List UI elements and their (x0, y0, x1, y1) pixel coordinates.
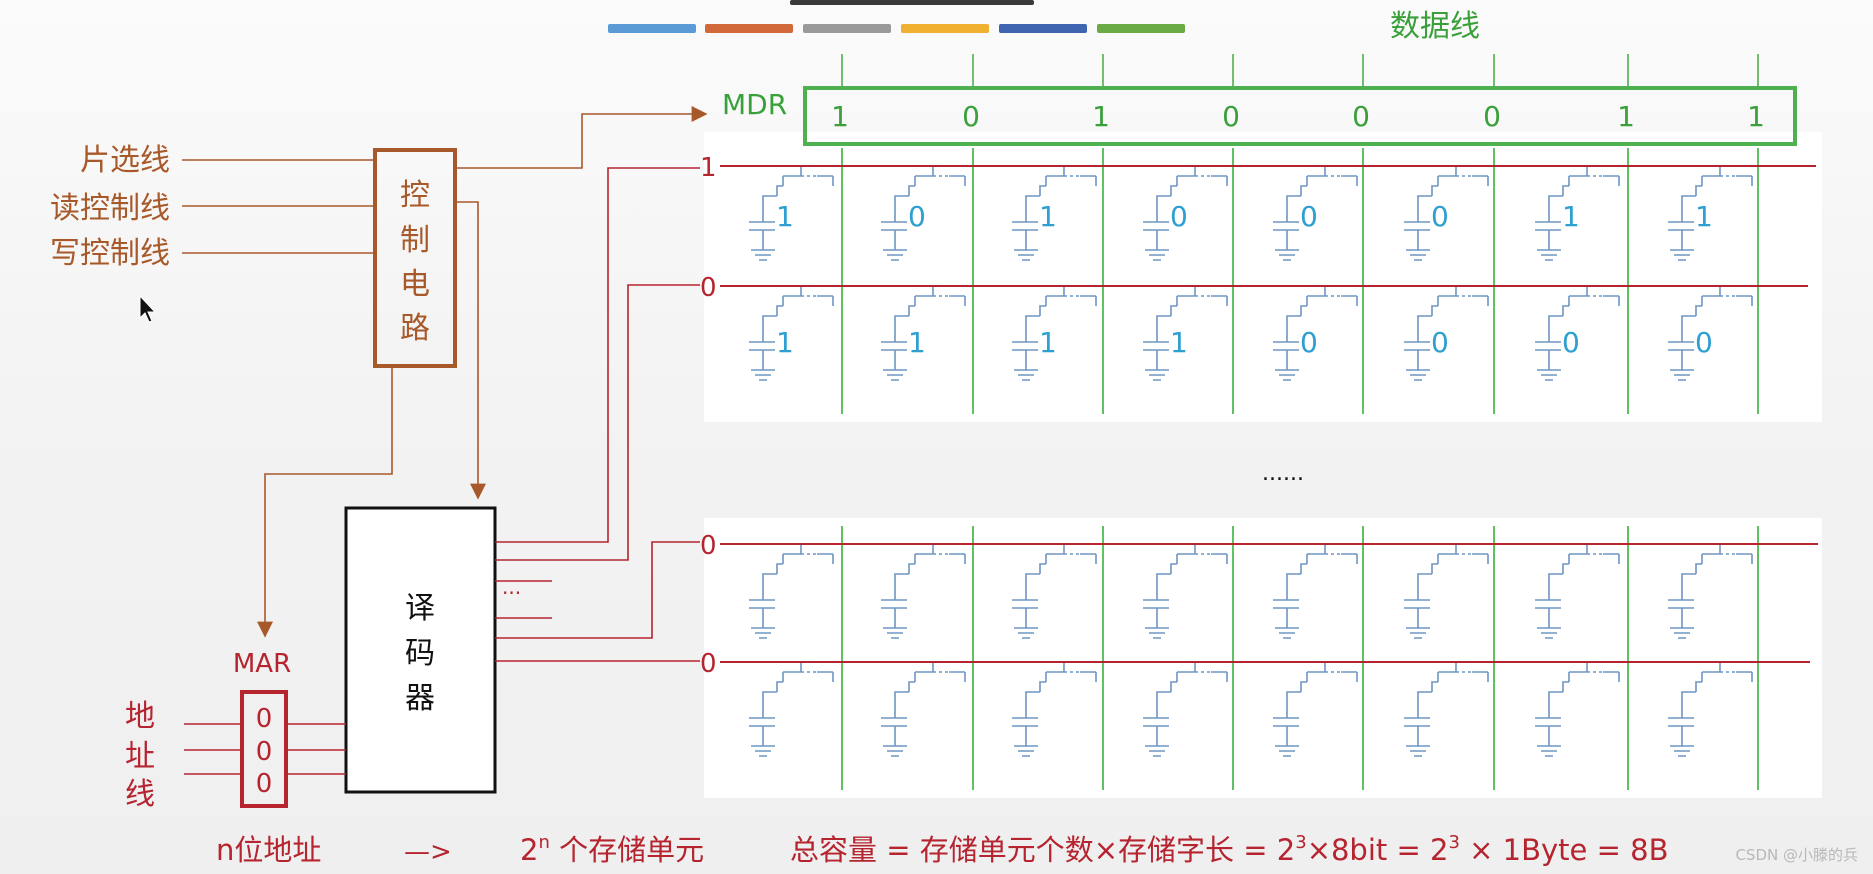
mdr-register (803, 86, 1797, 146)
footer-arrow: —> (404, 837, 452, 867)
cell-value: 1 (776, 326, 794, 359)
cell-value: 0 (1300, 326, 1318, 359)
mdr-bit-1: 1 (831, 100, 849, 133)
cell-value: 1 (1039, 200, 1057, 233)
mdr-bit-3: 1 (1092, 100, 1110, 133)
footer-capacity-sup2: 3 (1448, 832, 1459, 853)
watermark: CSDN @小滕的兵 (1735, 846, 1858, 864)
address-char-1: 地 (125, 699, 155, 734)
footer-capacity: 总容量 = 存储单元个数×存储字长 = 23×8bit = 23 × 1Byte… (790, 832, 1668, 867)
array-panel-top (704, 132, 1822, 422)
footer-capacity-post: × 1Byte = 8B (1460, 833, 1669, 867)
mdr-bit-4: 0 (1222, 100, 1240, 133)
top-tab-2 (705, 24, 793, 33)
decoder-char-3: 器 (405, 681, 435, 716)
word-line-label-3: 0 (700, 531, 717, 561)
control-char-1: 控 (400, 178, 430, 213)
word-line-label-2: 0 (700, 273, 717, 303)
decoder-char-2: 码 (405, 636, 435, 671)
cell-value: 1 (1170, 326, 1188, 359)
decoder-char-1: 译 (405, 591, 435, 626)
footer-units-sup: n (538, 832, 549, 853)
cell-value: 1 (908, 326, 926, 359)
window-handle (790, 0, 1034, 5)
mdr-label: MDR (722, 88, 787, 121)
bit-lines (841, 148, 1759, 790)
top-tab-5 (999, 24, 1087, 33)
mar-register (240, 690, 288, 808)
control-to-mar-arrow (257, 366, 393, 638)
top-tab-1 (608, 24, 696, 33)
mdr-bit-2: 0 (962, 100, 980, 133)
write-control-label: 写控制线 (50, 236, 170, 271)
decoder-output-5 (495, 541, 700, 639)
cell-value: 0 (1431, 200, 1449, 233)
footer-capacity-pre: 总容量 = 存储单元个数×存储字长 = 2 (790, 833, 1295, 867)
decoder-ellipsis: ··· (502, 581, 521, 605)
footer-units-text: 个存储单元 (550, 833, 704, 867)
footer-capacity-sup1: 3 (1295, 832, 1306, 853)
mdr-bits: 1 0 1 0 0 0 1 1 (831, 54, 1765, 133)
chip-select-label: 片选线 (80, 143, 170, 178)
mar-bit-3: 0 (256, 769, 273, 799)
word-line-label-1: 1 (700, 153, 717, 183)
mar-bit-1: 0 (256, 704, 273, 734)
cell-value: 0 (1695, 326, 1713, 359)
memory-cells: 1 0 1 0 0 0 1 1 1 1 1 1 0 0 0 0 (747, 166, 1754, 758)
control-to-decoder-arrow (455, 201, 486, 500)
cell-value: 1 (1562, 200, 1580, 233)
top-color-tabs (608, 24, 1185, 33)
mdr-bit-6: 0 (1483, 100, 1501, 133)
cell-value: 1 (1695, 200, 1713, 233)
control-circuit-box (373, 148, 457, 368)
cell-value: 0 (1300, 200, 1318, 233)
control-char-2: 制 (400, 223, 430, 258)
cell-value: 1 (776, 200, 794, 233)
control-char-4: 路 (400, 311, 430, 346)
array-panel-bottom (704, 518, 1822, 798)
mar-label: MAR (233, 649, 291, 679)
address-char-3: 线 (125, 777, 155, 812)
rows-ellipsis: ...... (1262, 461, 1304, 486)
word-line-label-4: 0 (700, 649, 717, 679)
cell-value: 0 (1431, 326, 1449, 359)
top-tab-4 (901, 24, 989, 33)
top-tab-6 (1097, 24, 1185, 33)
cell-value: 0 (908, 200, 926, 233)
top-tab-3 (803, 24, 891, 33)
decoder-box (344, 506, 497, 794)
address-char-2: 址 (125, 739, 155, 774)
footer-capacity-mid: ×8bit = 2 (1307, 833, 1449, 867)
decoder-output-1 (495, 167, 700, 543)
mdr-bit-8: 1 (1747, 100, 1765, 133)
footer-n-address: n位地址 (216, 833, 321, 867)
decoder-output-2 (495, 284, 700, 561)
control-char-3: 电 (400, 267, 430, 302)
read-control-label: 读控制线 (50, 191, 170, 226)
footer-units: 2n 个存储单元 (520, 832, 704, 867)
mdr-bit-5: 0 (1352, 100, 1370, 133)
mdr-bit-7: 1 (1617, 100, 1635, 133)
cell-value: 0 (1562, 326, 1580, 359)
mar-bit-2: 0 (256, 737, 273, 767)
data-line-label: 数据线 (1390, 9, 1480, 44)
mouse-cursor-icon (139, 294, 157, 323)
cell-value: 1 (1039, 326, 1057, 359)
word-lines (720, 165, 1818, 663)
control-to-mdr-arrow (455, 106, 708, 169)
cell-value: 0 (1170, 200, 1188, 233)
footer-units-base: 2 (520, 833, 538, 867)
